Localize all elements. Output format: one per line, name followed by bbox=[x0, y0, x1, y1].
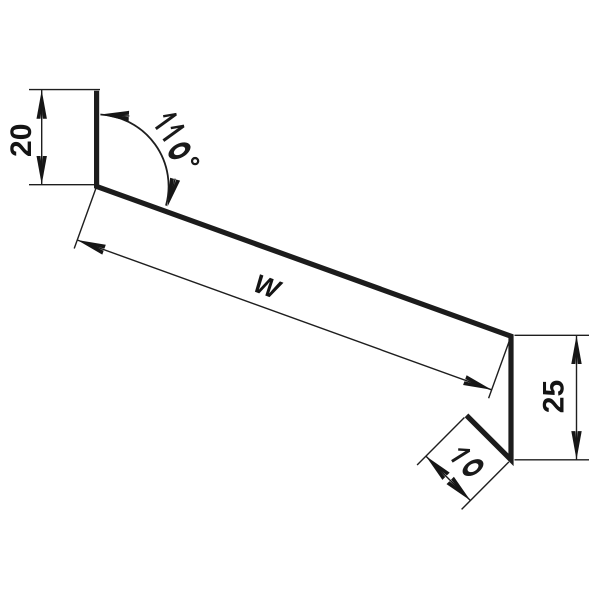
svg-text:20: 20 bbox=[5, 124, 38, 157]
svg-text:25: 25 bbox=[538, 380, 571, 413]
